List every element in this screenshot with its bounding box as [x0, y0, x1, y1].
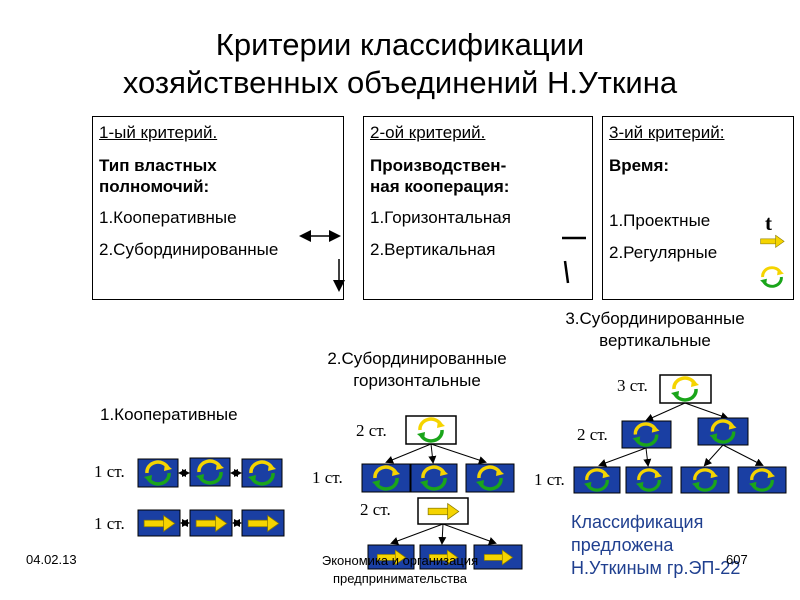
- criterion-2-name-line-2: ная кооперация:: [370, 177, 510, 196]
- page-title: Критерии классификации хозяйственных объ…: [0, 26, 800, 102]
- subv-leaf-3: [680, 466, 730, 494]
- criterion-1-card: 1-ый критерий. Тип властных полномочий: …: [92, 116, 345, 300]
- horizontal-line-icon: [562, 236, 586, 240]
- time-symbol: t: [765, 211, 772, 235]
- subv-tree: [573, 374, 787, 494]
- group-sub-vertical-line-2: вертикальные: [599, 331, 711, 350]
- footer-page-number: 607: [726, 552, 748, 567]
- subv-stage-1: 1 ст.: [534, 470, 565, 489]
- subv-leaf-1: [573, 466, 621, 494]
- coop-row-1-box-2: [189, 457, 231, 487]
- subv-mid-box-1: [621, 420, 672, 449]
- coop-row-2: [137, 509, 285, 537]
- coop-row-2-stage: 1 ст.: [94, 514, 125, 533]
- footer-date: 04.02.13: [26, 552, 77, 567]
- criterion-2-card: 2-ой критерий. Производствен- ная коопер…: [363, 116, 593, 300]
- group-cooperative-label: 1.Кооперативные: [100, 405, 238, 424]
- footer-center-line-1: Экономика и организация: [321, 553, 479, 568]
- note-line-2: предложена: [571, 535, 674, 555]
- footer-center-line-2: предпринимательства: [332, 571, 468, 586]
- subv-leaf-2: [625, 466, 673, 494]
- note-line-1: Классификация: [571, 512, 704, 532]
- subh-lower-child-3: [473, 544, 523, 570]
- title-line-1: Критерии классификации: [215, 27, 585, 62]
- criterion-2-heading: 2-ой критерий.: [370, 123, 486, 142]
- group-sub-vertical-label: 3.Субординированные вертикальные: [530, 308, 780, 352]
- criterion-1-name: Тип властных полномочий:: [99, 156, 217, 196]
- footer-center: Экономика и организация предпринимательс…: [300, 552, 500, 588]
- group-sub-horizontal-label: 2.Субординированные горизонтальные: [292, 348, 542, 392]
- coop-row-2-box-2: [189, 509, 233, 537]
- criterion-1-item-2: 2.Субординированные: [99, 240, 279, 259]
- subv-top-box: [659, 374, 712, 404]
- subv-stage-3: 3 ст.: [617, 376, 648, 395]
- subh-lower-child-2: [419, 544, 467, 570]
- criterion-2-name: Производствен- ная кооперация:: [370, 155, 586, 197]
- criterion-3-item-1: 1.Проектные: [609, 211, 711, 230]
- coop-row-2-box-1: [137, 509, 181, 537]
- note-line-3: Н.Уткиным гр.ЭП-22: [571, 558, 741, 578]
- down-arrow-icon: [333, 259, 345, 292]
- subh-lower-top-box: [417, 497, 469, 525]
- subv-mid-box-2: [697, 417, 749, 446]
- subh-child-3: [465, 463, 515, 493]
- coop-row-1-box-3: [241, 458, 283, 488]
- title-line-2: хозяйственных объединений Н.Уткина: [122, 65, 678, 100]
- criterion-1-item-1: 1.Кооперативные: [99, 208, 237, 227]
- subh-child-2: [410, 463, 458, 493]
- subh-top-box: [405, 415, 457, 445]
- subh-stage-2b: 2 ст.: [360, 500, 391, 519]
- subv-stage-2: 2 ст.: [577, 425, 608, 444]
- group-sub-horizontal-line-1: 2.Субординированные: [327, 349, 507, 368]
- criterion-3-item-2: 2.Регулярные: [609, 243, 718, 262]
- group-sub-horizontal-line-2: горизонтальные: [353, 371, 481, 390]
- criterion-2-name-line-1: Производствен-: [370, 156, 507, 175]
- criterion-2-item-2: 2.Вертикальная: [370, 240, 496, 259]
- subv-leaf-4: [737, 466, 787, 494]
- coop-row-2-box-3: [241, 509, 285, 537]
- subh-stage-1: 1 ст.: [312, 468, 343, 487]
- coop-row-1-stage: 1 ст.: [94, 462, 125, 481]
- subh-stage-2: 2 ст.: [356, 421, 387, 440]
- criterion-3-heading: 3-ий критерий:: [609, 123, 725, 142]
- vertical-line-icon: [563, 260, 570, 284]
- subh-tree-upper: [361, 415, 515, 493]
- subh-child-1: [361, 463, 411, 493]
- group-sub-vertical-line-1: 3.Субординированные: [565, 309, 745, 328]
- classification-note: Классификация предложена Н.Уткиным гр.ЭП…: [571, 511, 740, 580]
- subh-tree-lower: [367, 497, 523, 570]
- criterion-3-card: 3-ий критерий: Время: 1.Проектные 2.Регу…: [602, 116, 794, 300]
- criterion-3-name: Время:: [609, 156, 670, 175]
- subh-lower-child-1: [367, 544, 415, 570]
- criterion-2-item-1: 1.Горизонтальная: [370, 208, 511, 227]
- coop-row-1-box-1: [137, 458, 179, 488]
- double-arrow-icon: [299, 230, 341, 242]
- coop-row-1: [137, 457, 283, 488]
- criterion-1-heading: 1-ый критерий.: [99, 123, 218, 142]
